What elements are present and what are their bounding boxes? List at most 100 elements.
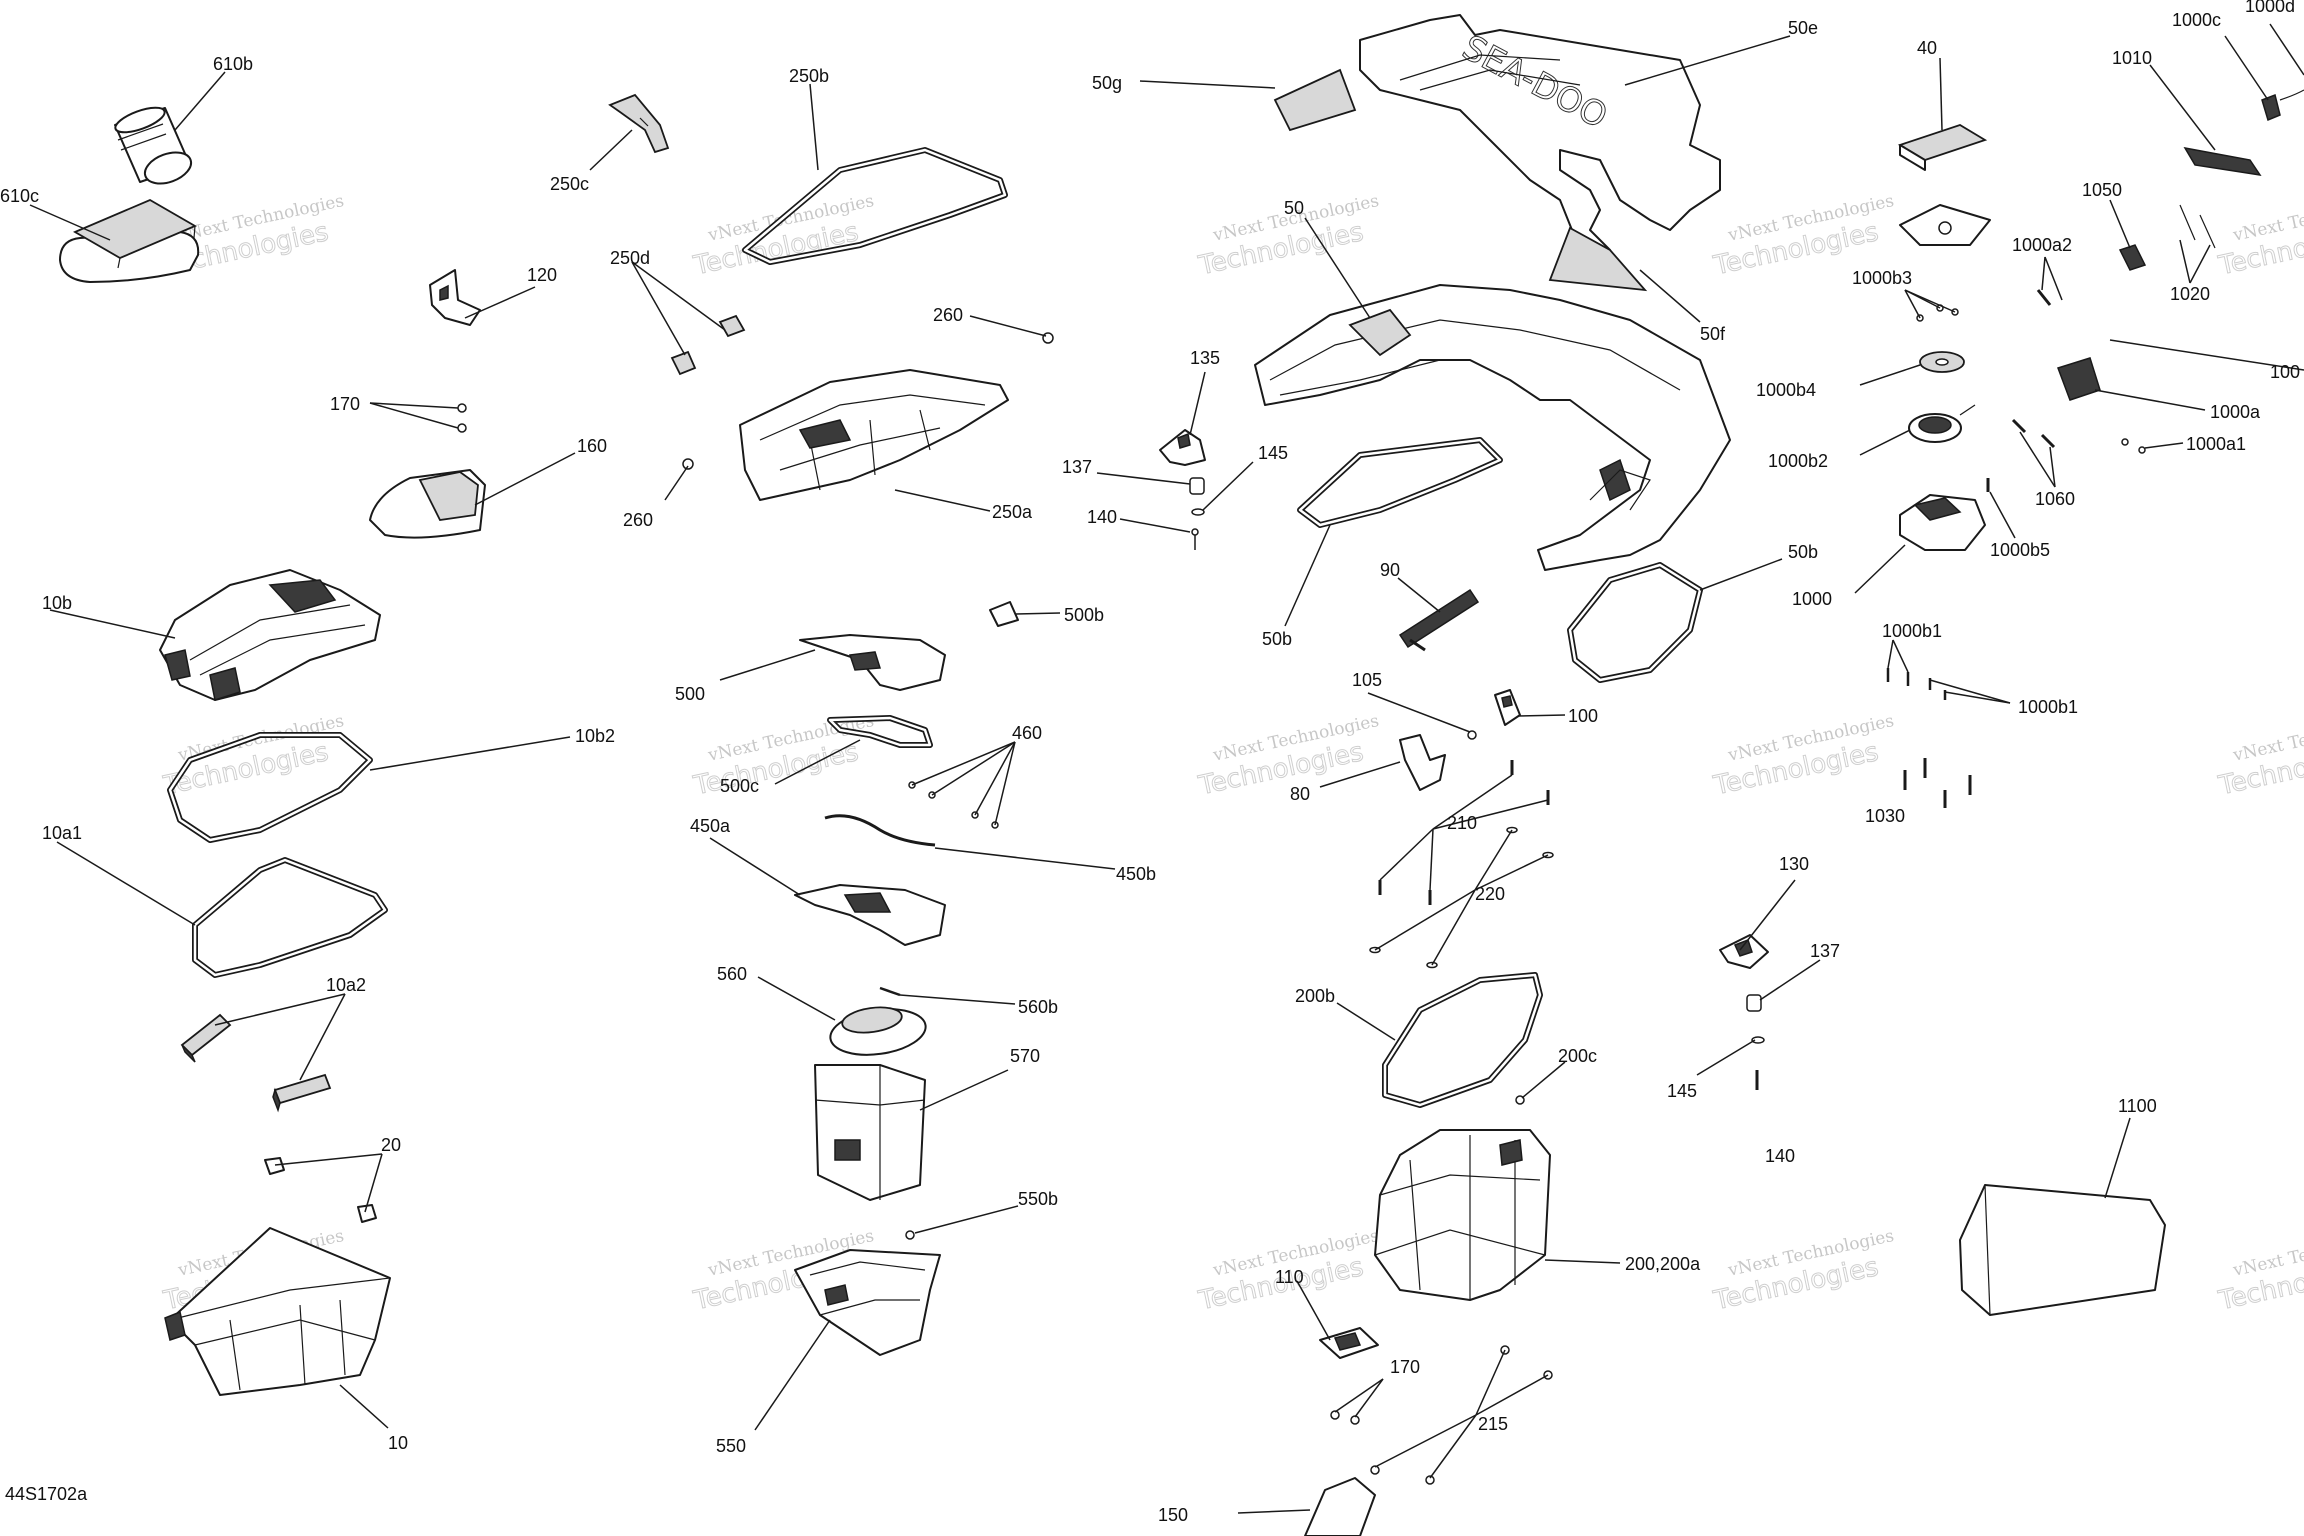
callout-260a[interactable]: 260 — [933, 305, 963, 325]
callout-160[interactable]: 160 — [577, 436, 607, 456]
callout-1060[interactable]: 1060 — [2035, 489, 2075, 509]
callout-40[interactable]: 40 — [1917, 38, 1937, 58]
callout-1000b4[interactable]: 1000b4 — [1756, 380, 1816, 400]
part-100-latch[interactable] — [1494, 689, 1521, 726]
callout-560b[interactable]: 560b — [1018, 997, 1058, 1017]
part-145-washer[interactable] — [1191, 508, 1205, 516]
part-610b-filter[interactable] — [112, 103, 195, 190]
part-40-box[interactable] — [1897, 124, 1988, 171]
callout-150[interactable]: 150 — [1158, 1505, 1188, 1525]
part-1000a2-screw[interactable] — [2036, 289, 2052, 306]
callout-105[interactable]: 105 — [1352, 670, 1382, 690]
callout-500c[interactable]: 500c — [720, 776, 759, 796]
callout-220[interactable]: 220 — [1475, 884, 1505, 904]
part-50-tray[interactable] — [1254, 284, 1731, 571]
part-137b-bushing[interactable] — [1746, 994, 1762, 1012]
callout-1100[interactable]: 1100 — [2118, 1096, 2157, 1116]
part-160-cover[interactable] — [369, 469, 486, 539]
callout-140a[interactable]: 140 — [1087, 507, 1117, 527]
callout-1000b1-right[interactable]: 1000b1 — [2018, 697, 2078, 717]
part-250a-box[interactable] — [739, 369, 1009, 501]
callout-200b[interactable]: 200b — [1295, 986, 1335, 1006]
callout-137a[interactable]: 137 — [1062, 457, 1092, 477]
part-1000d-connector[interactable] — [2261, 93, 2281, 122]
part-460-screws[interactable] — [908, 781, 999, 829]
part-137-bushing[interactable] — [1189, 477, 1205, 495]
callout-50f[interactable]: 50f — [1700, 324, 1726, 344]
callout-140b[interactable]: 140 — [1765, 1146, 1795, 1166]
callout-80[interactable]: 80 — [1290, 784, 1310, 804]
part-1000c-cable[interactable] — [2279, 89, 2304, 101]
callout-570[interactable]: 570 — [1010, 1046, 1040, 1066]
part-10b-housing[interactable] — [159, 569, 381, 701]
callout-1000d[interactable]: 1000d — [2245, 0, 2295, 16]
callout-100[interactable]: 100 — [1568, 706, 1598, 726]
part-560b-spring[interactable] — [879, 986, 901, 997]
part-550b-screw[interactable] — [905, 1230, 915, 1240]
part-10b2-gasket[interactable] — [167, 732, 373, 843]
part-1000a-mount[interactable] — [2057, 357, 2101, 401]
callout-10b[interactable]: 10b — [42, 593, 72, 613]
callout-450a[interactable]: 450a — [690, 816, 731, 836]
part-90-strut[interactable] — [1398, 588, 1480, 652]
part-1060-pins[interactable] — [2011, 418, 2056, 449]
part-20-clips[interactable] — [264, 1157, 377, 1223]
callout-90[interactable]: 90 — [1380, 560, 1400, 580]
part-500-duct[interactable] — [799, 634, 946, 691]
part-500c-gasket[interactable] — [827, 715, 933, 748]
part-50g-shim[interactable] — [1273, 68, 1357, 132]
part-130-bracket[interactable] — [1719, 934, 1769, 969]
part-80-bracket[interactable] — [1399, 734, 1446, 791]
callout-10b2[interactable]: 10b2 — [575, 726, 615, 746]
callout-10[interactable]: 10 — [388, 1433, 408, 1453]
part-250b-gasket[interactable] — [742, 147, 1008, 265]
callout-560[interactable]: 560 — [717, 964, 747, 984]
callout-550b[interactable]: 550b — [1018, 1189, 1058, 1209]
part-550-tray[interactable] — [794, 1249, 941, 1356]
callout-610b[interactable]: 610b — [213, 54, 253, 74]
callout-130[interactable]: 130 — [1779, 854, 1809, 874]
callout-100x[interactable]: 100 — [2270, 362, 2300, 382]
callout-50e[interactable]: 50e — [1788, 18, 1818, 38]
callout-50[interactable]: 50 — [1284, 198, 1304, 218]
callout-1010[interactable]: 1010 — [2112, 48, 2152, 68]
part-1020-clips[interactable] — [2179, 204, 2216, 249]
callout-1000b3[interactable]: 1000b3 — [1852, 268, 1912, 288]
part-10-housing[interactable] — [164, 1227, 391, 1396]
callout-145b[interactable]: 145 — [1667, 1081, 1697, 1101]
part-1010-panel[interactable] — [2183, 146, 2262, 177]
callout-137b[interactable]: 137 — [1810, 941, 1840, 961]
callout-1000b5[interactable]: 1000b5 — [1990, 540, 2050, 560]
part-1000a1-screws[interactable] — [2121, 438, 2146, 454]
part-105-screw[interactable] — [1467, 730, 1477, 740]
part-1100-cushion[interactable] — [1959, 1184, 2166, 1316]
callout-1020[interactable]: 1020 — [2170, 284, 2210, 304]
part-1000-housing[interactable] — [1899, 494, 1986, 551]
callout-1000a1[interactable]: 1000a1 — [2186, 434, 2246, 454]
callout-550[interactable]: 550 — [716, 1436, 746, 1456]
part-10a2-pads[interactable] — [180, 1013, 332, 1113]
callout-450b[interactable]: 450b — [1116, 864, 1156, 884]
callout-1000[interactable]: 1000 — [1792, 589, 1832, 609]
callout-120[interactable]: 120 — [527, 265, 557, 285]
part-450a-duct[interactable] — [794, 884, 946, 946]
callout-1030[interactable]: 1030 — [1865, 806, 1905, 826]
callout-50g[interactable]: 50g — [1092, 73, 1122, 93]
callout-145a[interactable]: 145 — [1258, 443, 1288, 463]
part-560-cap[interactable] — [827, 1004, 928, 1061]
callout-10a1[interactable]: 10a1 — [42, 823, 82, 843]
callout-1000a2[interactable]: 1000a2 — [2012, 235, 2072, 255]
callout-500b[interactable]: 500b — [1064, 605, 1104, 625]
callout-1000b2[interactable]: 1000b2 — [1768, 451, 1828, 471]
part-170-screws[interactable] — [457, 403, 467, 433]
part-610c-tray[interactable] — [59, 198, 200, 283]
callout-110[interactable]: 110 — [1275, 1267, 1304, 1287]
callout-170b[interactable]: 170 — [1390, 1357, 1420, 1377]
part-50b-gasket-left[interactable] — [1297, 437, 1503, 528]
part-plate[interactable] — [1899, 204, 1991, 246]
part-170b-screws[interactable] — [1330, 1410, 1360, 1425]
part-570-housing[interactable] — [814, 1064, 926, 1201]
callout-610c[interactable]: 610c — [0, 186, 39, 206]
callout-250c[interactable]: 250c — [550, 174, 589, 194]
callout-1000c[interactable]: 1000c — [2172, 10, 2221, 30]
